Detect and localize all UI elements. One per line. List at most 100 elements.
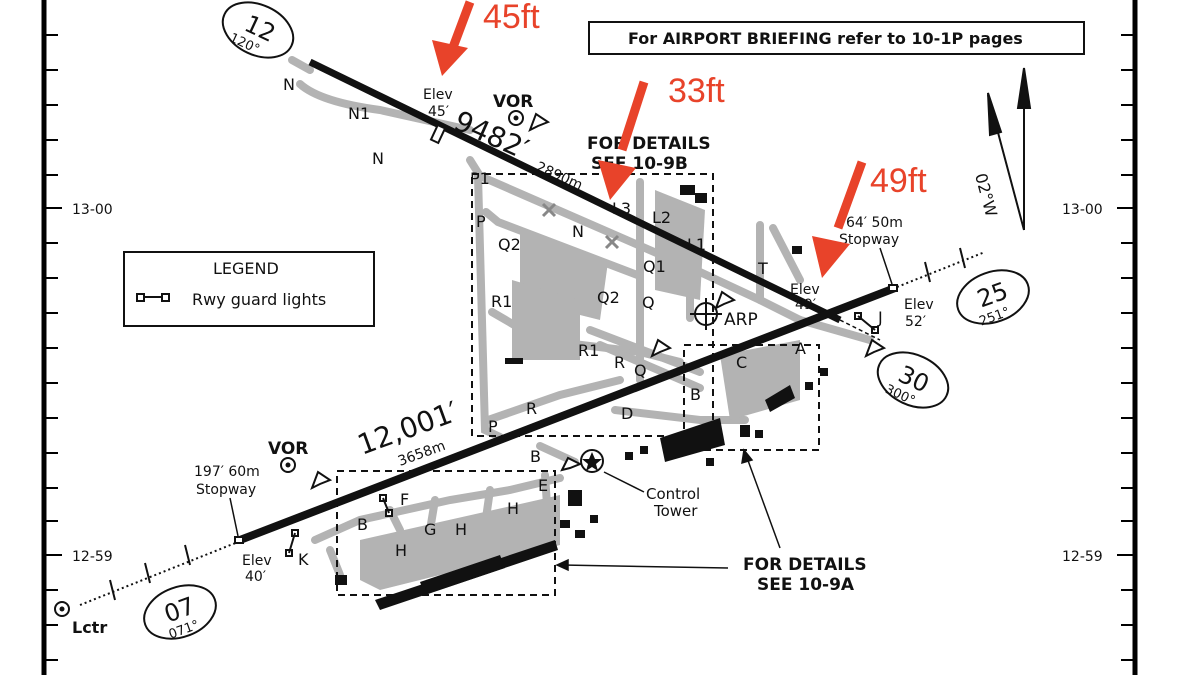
details-leader-lines (555, 448, 781, 572)
briefing-box (588, 21, 1085, 55)
taxiway-label: F (400, 490, 409, 509)
runway-end-25: 25 251° (956, 269, 1030, 330)
approach-line-07 (79, 541, 239, 606)
lat-label-right-lower: 12-59 (1062, 549, 1103, 565)
taxiway-label: R1 (491, 292, 512, 311)
elev-52-label: Elev (904, 297, 934, 313)
taxiway-labels: N N1 N P1 P Q2 N L3 L2 L1 Q1 Q2 Q R1 R1 … (283, 75, 883, 569)
taxiway-label: G (424, 520, 436, 539)
taxiway-label: E (538, 476, 548, 495)
taxiway-label: P (476, 212, 486, 231)
taxiway-label: L2 (652, 208, 671, 227)
approach-line-25 (896, 251, 986, 288)
legend-box (123, 251, 375, 327)
control-tower-line1: Control (646, 485, 700, 503)
taxiway-label: B (690, 385, 701, 404)
stopway-east-leader (879, 247, 893, 285)
arp-label: ARP (724, 310, 758, 330)
lat-ticks-right (1117, 34, 1135, 661)
vor-north-label: VOR (493, 92, 533, 112)
annotation-arrow-33ft (598, 80, 649, 200)
elev-40-label: Elev (242, 553, 272, 569)
arp-icon (690, 298, 722, 330)
annotation-49ft: 49ft (870, 162, 927, 200)
vor-north-icon (508, 110, 524, 126)
taxiway-label: Q1 (643, 257, 666, 276)
approach-ticks (109, 247, 966, 601)
control-tower-leader (603, 471, 645, 493)
lctr-label: Lctr (72, 618, 107, 637)
elev-40-value: 40′ (245, 569, 266, 585)
rwy-upper-length-m: 2890m (533, 159, 585, 194)
details-box-10-9a-left (336, 470, 556, 596)
taxiway-label: J (877, 308, 883, 327)
runway-end-12: 12 120° (221, 1, 295, 59)
taxiway-label: Q2 (498, 235, 521, 254)
taxiway-label: R (526, 399, 537, 418)
taxiway-label: P1 (470, 169, 490, 188)
stopway-west-label: Stopway (196, 482, 256, 498)
stopway-east-label: Stopway (839, 232, 899, 248)
lat-ticks-left (44, 34, 62, 661)
details-10-9a-line1: FOR DETAILS (743, 555, 867, 575)
taxiway-label: Q (634, 361, 647, 380)
stopway-west-distance: 197′ 60m (194, 464, 260, 480)
taxiway-label: L1 (687, 235, 706, 254)
taxiway-label: L3 (612, 199, 631, 218)
legend-title: LEGEND (213, 259, 279, 278)
runway-end-07: 07 071° (143, 584, 217, 643)
taxiway-label: H (455, 520, 467, 539)
lat-label-left-lower: 12-59 (72, 549, 113, 565)
taxiway-label: Q (642, 293, 655, 312)
taxiway-label: C (736, 353, 747, 372)
taxiway-label: A (795, 339, 806, 358)
stopway-west-leader (229, 497, 239, 537)
runway-12-30 (308, 58, 842, 324)
taxiway-label: B (357, 515, 368, 534)
lat-label-right-upper: 13-00 (1062, 202, 1103, 218)
taxiway-label: H (395, 541, 407, 560)
annotation-arrow-45ft (432, 0, 475, 76)
elev-49-label: Elev (790, 282, 820, 298)
taxiway-label: N (372, 149, 384, 168)
runway-end-30: 30 300° (876, 351, 950, 409)
elev-49-value: 49′ (795, 297, 816, 313)
taxiway-label: K (298, 550, 309, 569)
north-arrow-icon (987, 67, 1032, 231)
annotation-arrow-49ft (812, 160, 867, 278)
annotation-45ft: 45ft (483, 0, 540, 36)
taxiway-label: B (530, 447, 541, 466)
details-10-9b-line1: FOR DETAILS (587, 134, 711, 154)
magnetic-variation: 02°W (971, 171, 1001, 219)
buildings (335, 185, 828, 610)
briefing-note: For AIRPORT BRIEFING refer to 10-1P page… (628, 29, 1023, 48)
legend-guard-lights-label: Rwy guard lights (192, 290, 326, 309)
lat-label-left-upper: 13-00 (72, 202, 113, 218)
control-tower-icon (580, 449, 604, 473)
vor-west-label: VOR (268, 439, 308, 459)
details-10-9a-line2: SEE 10-9A (757, 575, 855, 595)
control-tower-line2: Tower (653, 502, 698, 520)
elev-45-label: Elev (423, 87, 453, 103)
taxiway-label: N1 (348, 104, 370, 123)
taxiway-label: H (507, 499, 519, 518)
runway-07-25 (238, 284, 897, 544)
windsock-icons (310, 112, 887, 491)
taxiway-label: D (621, 404, 633, 423)
rwy-guard-lights (234, 123, 898, 557)
closed-taxiway-marks (541, 202, 620, 250)
vor-west-icon (280, 457, 296, 473)
taxiway-label: P (488, 417, 498, 436)
annotation-33ft: 33ft (668, 72, 725, 110)
runway-30-extension (839, 319, 881, 341)
taxiway-label: N (283, 75, 295, 94)
elev-52-value: 52′ (905, 314, 926, 330)
guard-light-legend-icon (136, 293, 170, 302)
taxiway-label: T (757, 259, 768, 278)
stopway-east-distance: 64′ 50m (846, 215, 903, 231)
lctr-icon (54, 601, 70, 617)
taxiway-label: R (614, 353, 625, 372)
taxiway-label: R1 (578, 341, 599, 360)
taxiway-label: N (572, 222, 584, 241)
